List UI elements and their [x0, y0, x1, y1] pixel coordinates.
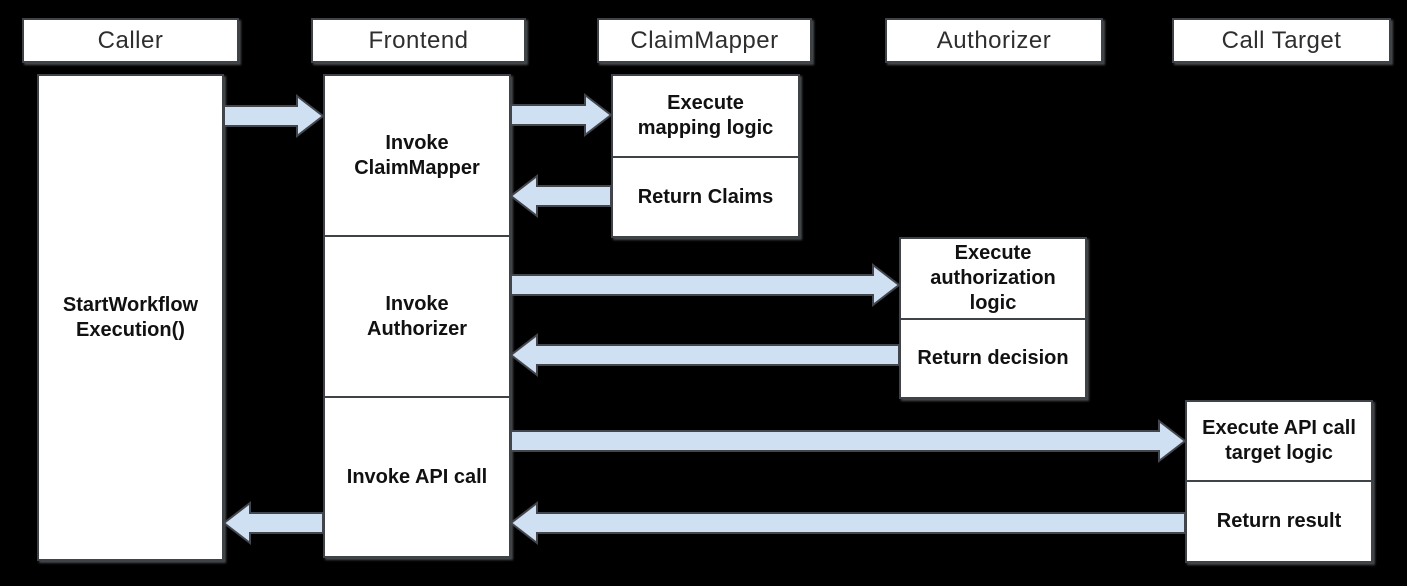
activity-box-frontend: Invoke ClaimMapper Invoke Authorizer Inv… — [323, 74, 511, 558]
lane-header-caller: Caller — [22, 18, 239, 63]
arrow-frontend-to-caller-shape — [222, 500, 324, 546]
step-label: Execute API call target logic — [1202, 417, 1356, 464]
step-label: Execute mapping logic — [637, 92, 774, 139]
step-execute-authorization-logic: Execute authorization logic — [901, 239, 1085, 318]
activity-box-claimmapper: Execute mapping logic Return Claims — [611, 74, 800, 238]
activity-box-caller: StartWorkflow Execution() — [37, 74, 224, 561]
arrow-caller-to-frontend-shape — [223, 93, 325, 139]
arrow-frontend-to-caller — [222, 500, 324, 546]
arrow-calltarget-to-frontend — [509, 500, 1186, 546]
lane-header-frontend: Frontend — [311, 18, 526, 63]
step-return-claims: Return Claims — [613, 156, 798, 236]
arrow-authorizer-to-frontend-shape — [509, 332, 900, 378]
step-execute-api-call-target-logic: Execute API call target logic — [1187, 402, 1371, 480]
step-label: Execute authorization logic — [930, 242, 1056, 314]
arrow-frontend-to-claimmapper-shape — [510, 92, 613, 138]
step-label: StartWorkflow Execution() — [62, 293, 199, 341]
step-label: Invoke ClaimMapper — [354, 131, 480, 179]
arrow-frontend-to-claimmapper — [510, 92, 613, 138]
step-return-decision: Return decision — [901, 318, 1085, 397]
step-label: Invoke API call — [346, 465, 488, 488]
step-startworkflowexecution: StartWorkflow Execution() — [39, 76, 222, 559]
step-label: Return result — [1216, 510, 1342, 532]
activity-box-authorizer: Execute authorization logic Return decis… — [899, 237, 1087, 399]
arrow-frontend-to-authorizer-shape — [510, 262, 901, 308]
step-invoke-claimmapper: Invoke ClaimMapper — [325, 76, 509, 235]
lane-header-authorizer: Authorizer — [885, 18, 1103, 63]
arrow-calltarget-to-frontend-shape — [509, 500, 1186, 546]
lane-header-calltarget: Call Target — [1172, 18, 1391, 63]
step-execute-mapping-logic: Execute mapping logic — [613, 76, 798, 156]
arrow-frontend-to-authorizer — [510, 262, 901, 308]
step-label: Return decision — [917, 347, 1069, 369]
step-invoke-authorizer: Invoke Authorizer — [325, 235, 509, 396]
arrow-authorizer-to-frontend — [509, 332, 900, 378]
arrow-frontend-to-calltarget — [510, 418, 1187, 464]
step-invoke-api-call: Invoke API call — [325, 396, 509, 556]
lane-header-claimmapper: ClaimMapper — [597, 18, 812, 63]
arrow-claimmapper-to-frontend — [509, 173, 612, 219]
arrow-caller-to-frontend — [223, 93, 325, 139]
step-label: Invoke Authorizer — [367, 292, 467, 340]
step-return-result: Return result — [1187, 480, 1371, 561]
arrow-claimmapper-to-frontend-shape — [509, 173, 612, 219]
activity-box-calltarget: Execute API call target logic Return res… — [1185, 400, 1373, 563]
step-label: Return Claims — [637, 185, 774, 208]
arrow-frontend-to-calltarget-shape — [510, 418, 1187, 464]
